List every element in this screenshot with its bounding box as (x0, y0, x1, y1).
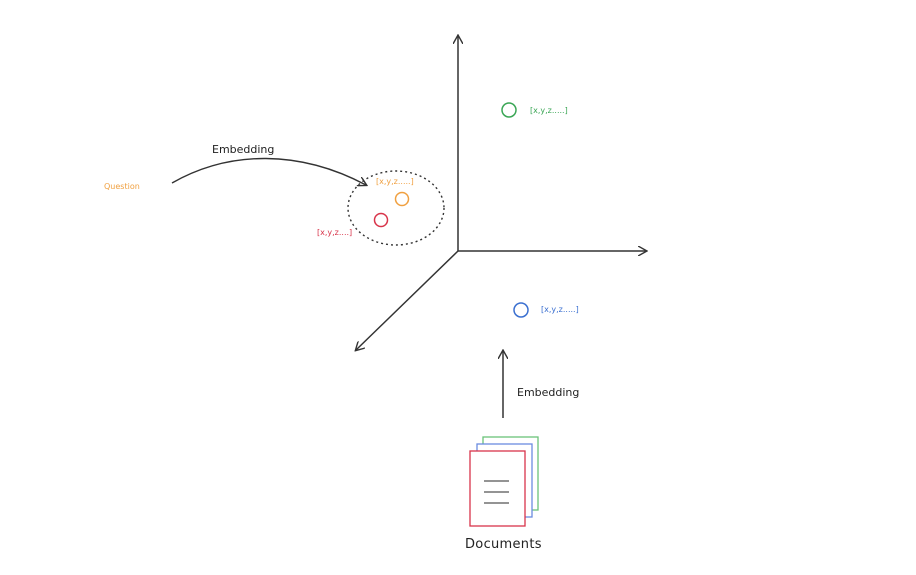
similarity-cluster-ring (347, 170, 445, 246)
documents-stack-icon (469, 436, 539, 527)
axis-z (356, 250, 459, 350)
red-vector-label: [x,y,z....] (317, 228, 352, 237)
green-vector-point (501, 102, 517, 118)
embedding-top-label: Embedding (212, 143, 274, 156)
embedding-bottom-label: Embedding (517, 386, 579, 399)
question-label: Question (104, 182, 140, 191)
documents-label: Documents (465, 537, 542, 552)
blue-vector-label: [x,y,z.....] (541, 305, 579, 314)
document-page-front (469, 450, 526, 527)
green-vector-label: [x,y,z.....] (530, 106, 568, 115)
coordinate-axes (356, 36, 646, 350)
blue-vector-point (513, 302, 529, 318)
red-vector-point (373, 212, 389, 228)
question-vector-point (394, 191, 410, 207)
embedding-curve-arrow (171, 157, 366, 185)
question-vector-label: [x,y,z.....] (376, 177, 414, 186)
